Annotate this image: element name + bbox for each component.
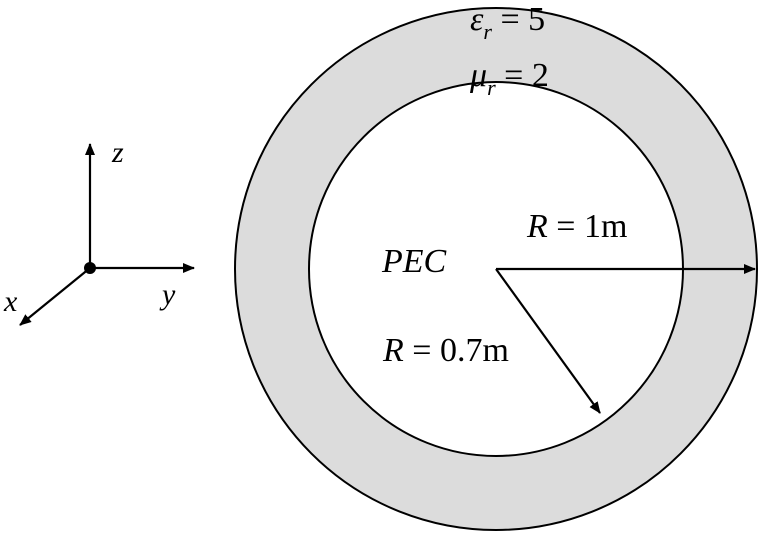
epsilon-symbol: ε — [470, 1, 484, 38]
x-axis-arrow — [19, 267, 91, 326]
permeability-label: μr = 2 — [469, 57, 549, 100]
pec-label: PEC — [381, 243, 447, 280]
inner-radius-label: R = 0.7m — [382, 332, 509, 369]
epsilon-subscript: r — [483, 19, 492, 44]
inner-radius-value: = 0.7m — [404, 332, 509, 369]
y-axis-label: y — [159, 278, 176, 311]
epsilon-value: = 5 — [492, 1, 545, 38]
x-axis-label: x — [3, 285, 18, 318]
mu-subscript: r — [487, 75, 496, 100]
outer-radius-var: R — [526, 208, 548, 245]
coordinate-axes: z y x — [3, 136, 195, 326]
z-axis-label: z — [111, 136, 124, 169]
outer-radius-label: R = 1m — [526, 208, 627, 245]
permittivity-label: εr = 5 — [470, 1, 545, 44]
inner-radius-arrow — [495, 268, 601, 414]
outer-radius-value: = 1m — [548, 208, 628, 245]
mu-symbol: μ — [469, 57, 487, 94]
inner-radius-var: R — [382, 332, 404, 369]
origin-dot — [84, 262, 96, 274]
mu-value: = 2 — [496, 57, 549, 94]
